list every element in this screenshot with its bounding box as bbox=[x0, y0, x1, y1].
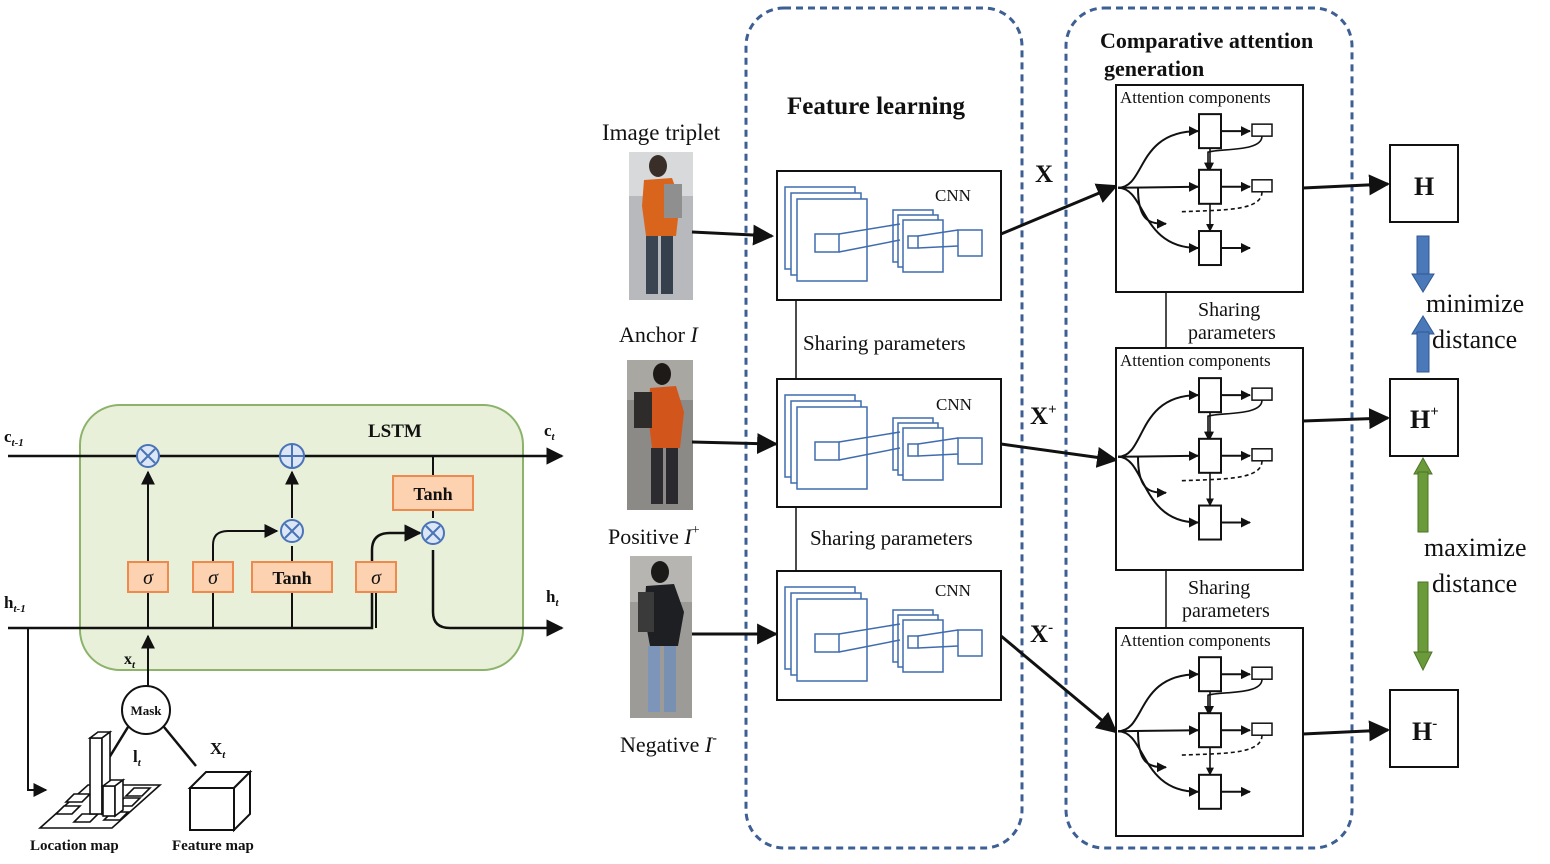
candidate-tanh-label: Tanh bbox=[272, 568, 311, 588]
input-gate-sigma bbox=[192, 561, 234, 593]
feature-map-icon bbox=[187, 769, 253, 833]
X-t-label: Xt bbox=[210, 739, 226, 761]
anchor-image bbox=[629, 152, 693, 300]
attention-components-box-negative: Attention components bbox=[1115, 627, 1304, 837]
input-gate-label: σ bbox=[208, 567, 219, 589]
h-prev-label: ht-1 bbox=[4, 593, 26, 615]
minimize-up-arrow bbox=[1411, 315, 1435, 373]
attention-components-label: Attention components bbox=[1120, 351, 1271, 370]
c-prev-label: ct-1 bbox=[4, 427, 24, 449]
multiply-op-output bbox=[421, 521, 445, 545]
positive-label: Positive I+ bbox=[608, 523, 700, 549]
maximize-down-arrow bbox=[1413, 581, 1433, 672]
attention-sharing-2-line2: parameters bbox=[1182, 600, 1270, 622]
l-t-label: lt bbox=[133, 747, 142, 769]
H-neg-box bbox=[1389, 689, 1459, 768]
output-gate-label: σ bbox=[371, 567, 382, 589]
x-neg-arrow bbox=[1000, 634, 1118, 734]
cnn-label-anchor: CNN bbox=[935, 186, 971, 205]
maximize-label-line2: distance bbox=[1432, 569, 1517, 598]
attention-components-box-positive: Attention components bbox=[1115, 347, 1304, 571]
lstm-title: LSTM bbox=[368, 421, 422, 442]
attention-title-line1: Comparative attention bbox=[1100, 28, 1313, 53]
minimize-label-line2: distance bbox=[1432, 325, 1517, 354]
c-out-label: ct bbox=[544, 421, 556, 443]
cnn-sharing-label-1: Sharing parameters bbox=[803, 331, 966, 355]
att-to-Hneg-arrow bbox=[1302, 720, 1391, 742]
x-arrow bbox=[1000, 183, 1118, 236]
cnn-label-positive: CNN bbox=[936, 395, 972, 414]
attention-sharing-1-line1: Sharing bbox=[1198, 299, 1260, 321]
attention-components-box-anchor: Attention components bbox=[1115, 84, 1304, 293]
cnn-block-positive bbox=[776, 378, 1002, 508]
negative-label: Negative I- bbox=[620, 731, 717, 757]
attention-title-line2: generation bbox=[1104, 56, 1204, 81]
h-out-label: ht bbox=[546, 587, 559, 609]
x-pos-arrow bbox=[1000, 442, 1119, 468]
minimize-label-line1: minimize bbox=[1426, 289, 1524, 318]
x-pos-label: X+ bbox=[1030, 402, 1057, 430]
add-op bbox=[279, 443, 305, 469]
cnn-block-negative bbox=[776, 570, 1002, 701]
location-map-icon bbox=[37, 730, 163, 829]
forget-gate-label: σ bbox=[143, 567, 154, 589]
attention-sharing-2-line1: Sharing bbox=[1188, 577, 1250, 599]
maximize-label-line1: maximize bbox=[1424, 533, 1527, 562]
positive-image bbox=[627, 360, 693, 510]
anchor-label: Anchor I bbox=[619, 322, 699, 347]
image-triplet-label: Image triplet bbox=[602, 120, 721, 145]
maximize-up-arrow bbox=[1413, 456, 1433, 533]
H-pos-box bbox=[1389, 378, 1459, 457]
x-neg-label: X- bbox=[1030, 620, 1053, 648]
positive-to-cnn-arrow bbox=[691, 433, 779, 455]
att-to-Hpos-arrow bbox=[1302, 408, 1391, 430]
H-box bbox=[1389, 144, 1459, 223]
H-pos-label: H+ bbox=[1410, 404, 1439, 434]
mask-label: Mask bbox=[130, 703, 162, 718]
x-in-label: xt bbox=[124, 651, 136, 671]
negative-image bbox=[630, 556, 692, 718]
attention-components-label: Attention components bbox=[1120, 631, 1271, 650]
cnn-block-anchor bbox=[776, 170, 1002, 301]
attention-sharing-1-line2: parameters bbox=[1188, 322, 1276, 344]
hidden-to-location-line bbox=[27, 628, 48, 797]
multiply-op-input bbox=[280, 519, 304, 543]
output-tanh bbox=[392, 475, 474, 511]
candidate-tanh bbox=[251, 561, 333, 593]
cnn-sharing-label-2: Sharing parameters bbox=[810, 526, 973, 550]
cnn-label-negative: CNN bbox=[935, 581, 971, 600]
output-tanh-label: Tanh bbox=[413, 484, 452, 504]
H-label: H bbox=[1414, 172, 1434, 201]
minimize-down-arrow bbox=[1411, 235, 1435, 293]
hidden-input-line bbox=[8, 524, 422, 630]
mask-node bbox=[121, 685, 171, 735]
feature-learning-title: Feature learning bbox=[787, 93, 965, 120]
output-gate-sigma bbox=[355, 561, 397, 593]
feature-map-label: Feature map bbox=[172, 838, 254, 854]
attention-components-label: Attention components bbox=[1120, 88, 1271, 107]
anchor-to-cnn-arrow bbox=[691, 224, 775, 246]
attention-generation-region bbox=[1064, 6, 1354, 850]
multiply-op-forget bbox=[136, 444, 160, 468]
H-neg-label: H- bbox=[1412, 716, 1437, 746]
feature-learning-region bbox=[744, 6, 1024, 850]
x-label: X bbox=[1035, 161, 1053, 188]
att-to-H-arrow bbox=[1302, 174, 1391, 196]
hidden-output-line bbox=[431, 550, 564, 637]
forget-gate-sigma bbox=[127, 561, 169, 593]
location-map-label: Location map bbox=[30, 838, 119, 854]
